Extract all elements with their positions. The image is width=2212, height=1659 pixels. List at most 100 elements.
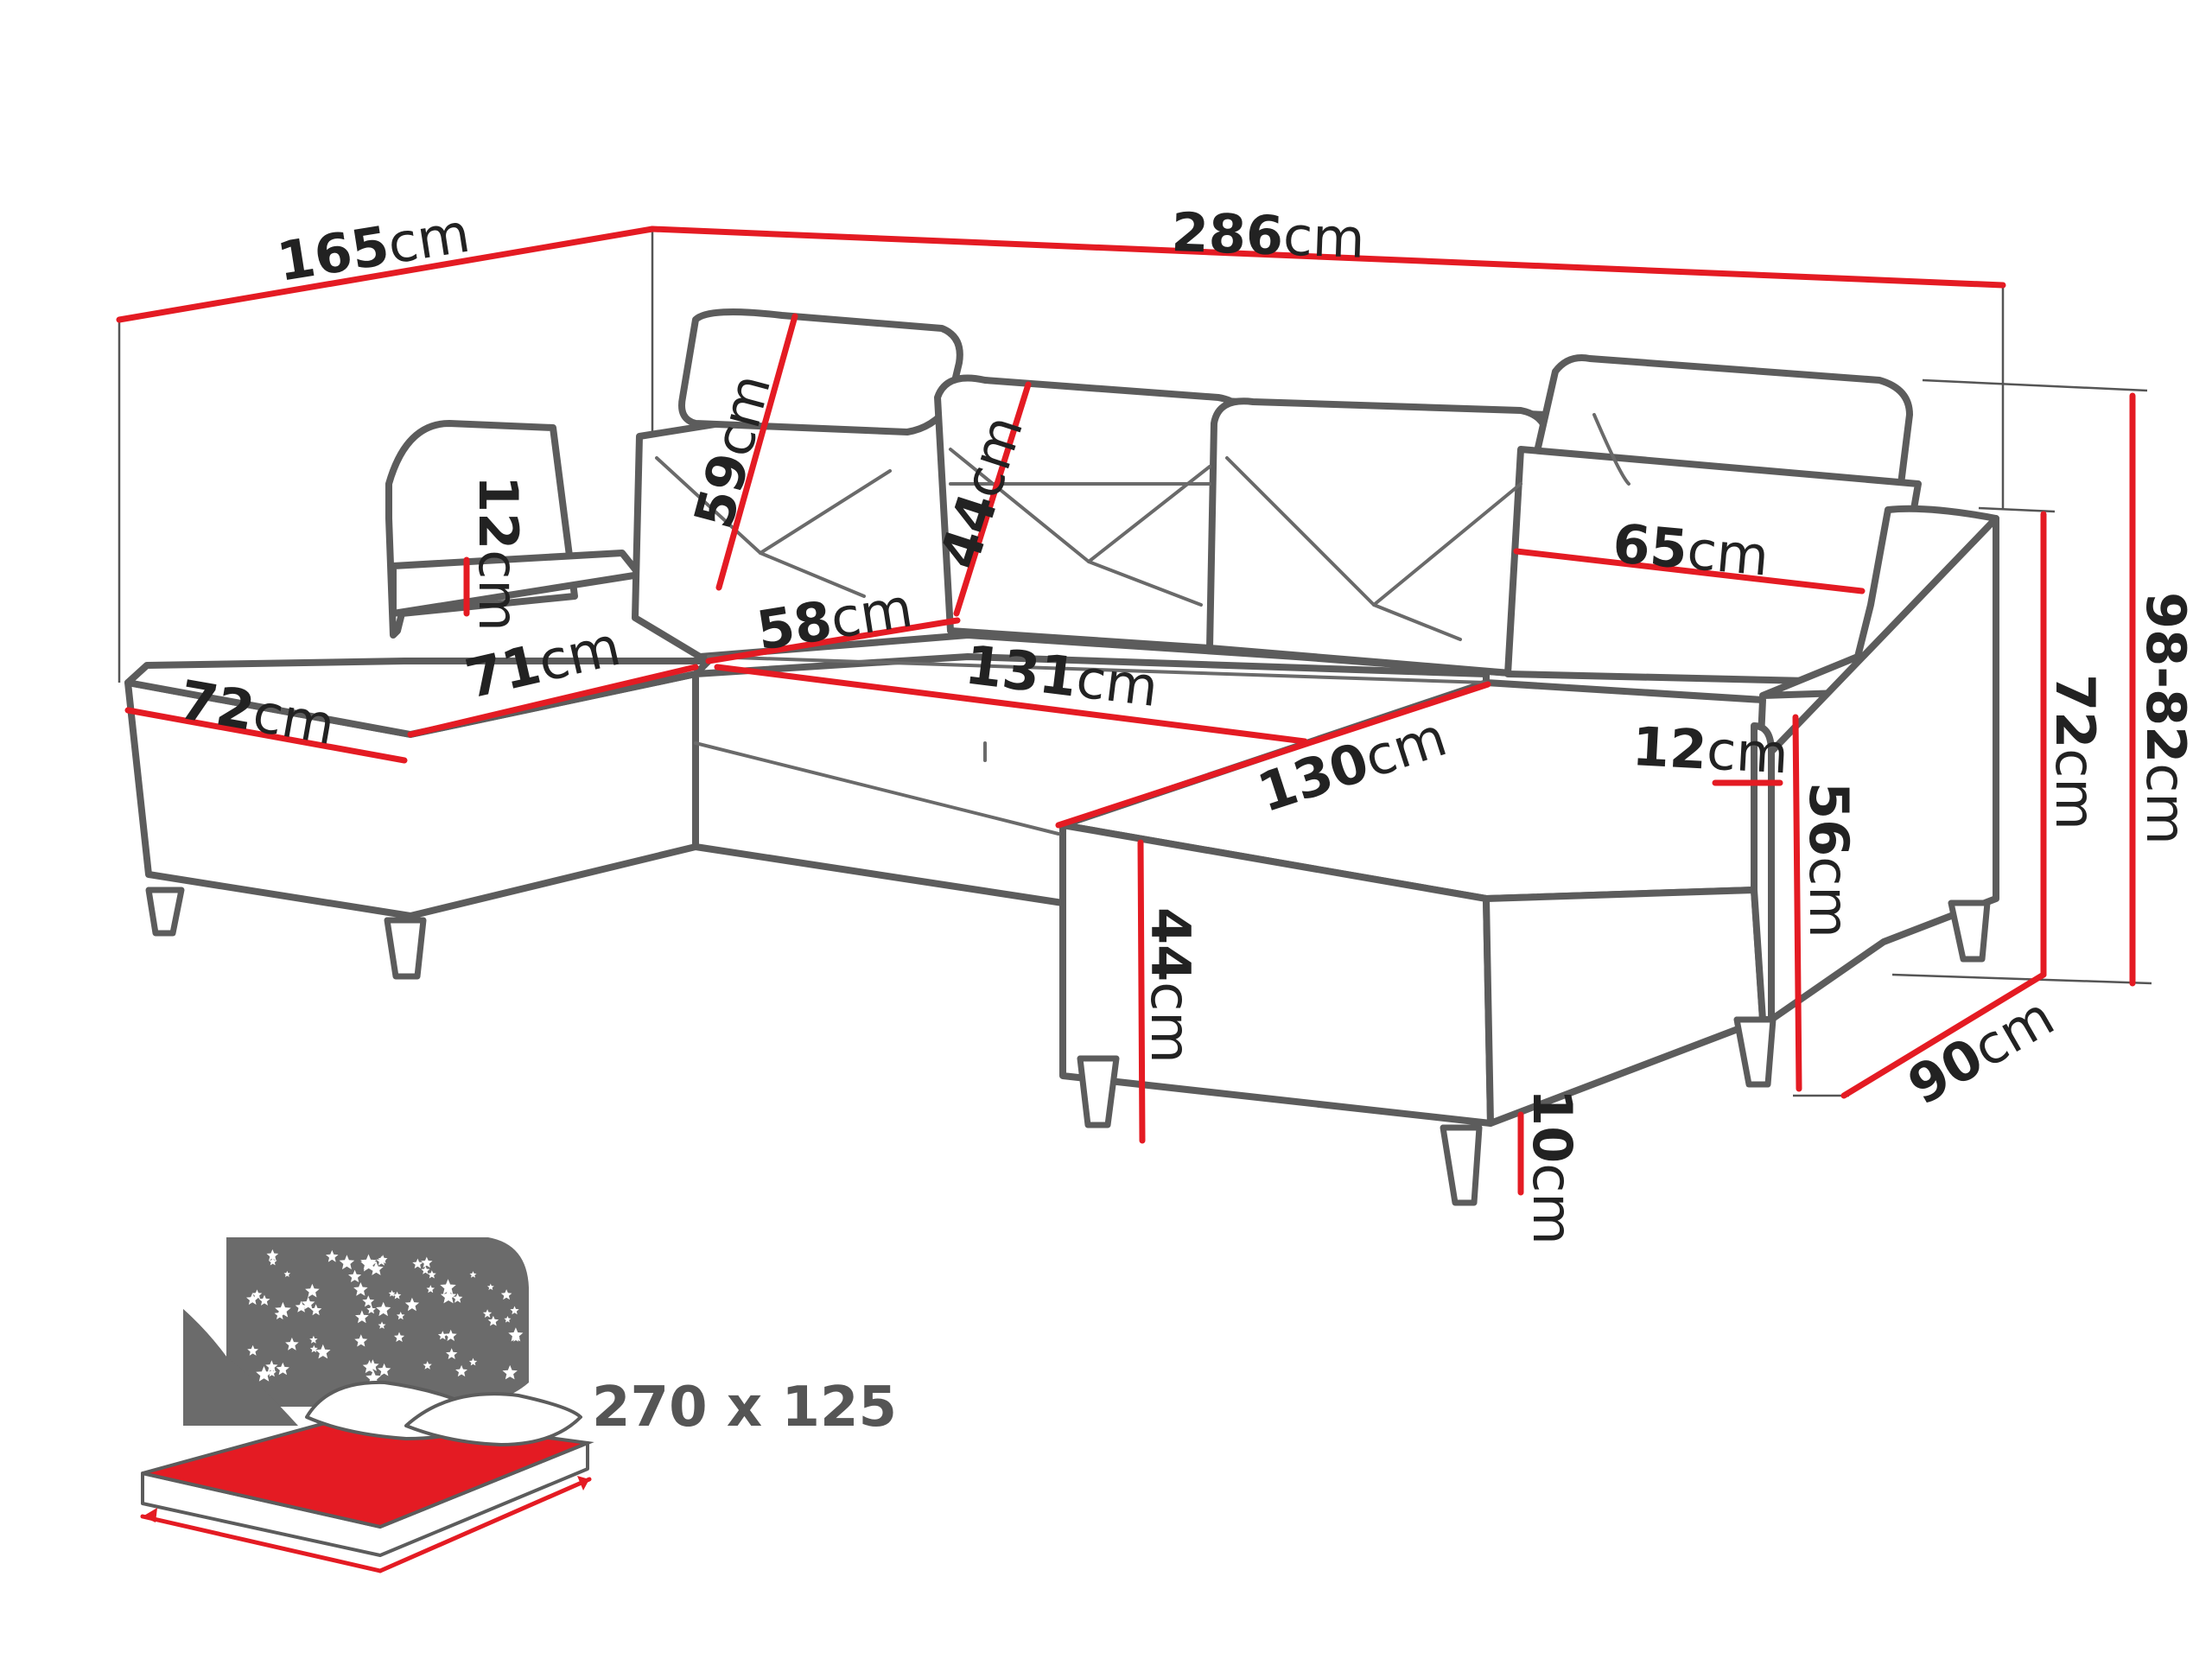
star-icon <box>455 1364 467 1377</box>
star-icon <box>305 1283 320 1298</box>
star-icon <box>376 1255 387 1266</box>
star-icon <box>295 1300 308 1313</box>
star-icon <box>392 1291 402 1300</box>
star-icon <box>258 1294 270 1306</box>
star-icon <box>500 1289 512 1300</box>
star-icon <box>421 1266 430 1274</box>
star-icon <box>512 1333 520 1342</box>
star-icon <box>283 1270 291 1277</box>
star-icon <box>267 1368 276 1377</box>
star-icon <box>482 1309 493 1318</box>
star-icon <box>276 1362 289 1376</box>
leg <box>1077 1055 1120 1128</box>
back-cushion-right <box>1206 397 1550 677</box>
right-end-panel <box>1768 515 1999 1023</box>
star-icon <box>427 1270 436 1279</box>
star-icon <box>266 1249 279 1261</box>
star-icon <box>396 1312 405 1320</box>
star-icon <box>348 1269 362 1282</box>
star-icon <box>378 1321 386 1329</box>
star-icon <box>251 1289 263 1300</box>
label-chaise-left-width: 72cm <box>175 668 340 757</box>
tufting-lines <box>655 413 1630 836</box>
night-sky <box>183 1237 529 1407</box>
star-icon <box>437 1331 448 1340</box>
headrest-left <box>678 308 963 435</box>
star-icon <box>486 1283 494 1290</box>
bed-night-icon <box>140 1237 594 1573</box>
leg <box>1733 1016 1777 1088</box>
label-back-cushion-width: 65cm <box>1611 512 1771 588</box>
sofa-outline <box>124 308 1999 1206</box>
star-icon <box>423 1361 432 1370</box>
star-icon <box>452 1293 463 1303</box>
dimension-labels: 165cm 286cm 12cm 59cm 44cm 65cm 58cm 71c… <box>175 200 2197 1245</box>
star-icon <box>309 1344 318 1353</box>
star-icon <box>309 1304 322 1316</box>
star-icon <box>421 1256 433 1268</box>
star-icon <box>426 1285 435 1294</box>
star-icon <box>378 1363 391 1376</box>
bed-size-label: 270 x 125 <box>592 1376 897 1440</box>
star-icon <box>394 1332 405 1342</box>
star-icon <box>440 1279 456 1294</box>
star-icon <box>504 1316 512 1323</box>
arrow-head-icon <box>143 1508 157 1522</box>
stars <box>246 1249 524 1385</box>
star-icon <box>510 1306 519 1315</box>
star-icon <box>355 1310 369 1324</box>
label-total-width: 286cm <box>1170 200 1365 270</box>
star-icon <box>353 1282 368 1296</box>
pillow <box>404 1392 582 1446</box>
star-icon <box>265 1360 278 1372</box>
star-icon <box>326 1249 339 1262</box>
star-icon <box>339 1255 355 1270</box>
star-icon <box>362 1295 375 1307</box>
label-armrest-height-right: 56cm <box>1797 782 1860 938</box>
star-icon <box>446 1348 458 1359</box>
star-icon <box>444 1329 457 1341</box>
star-icon <box>502 1364 518 1380</box>
label-total-depth-left: 165cm <box>273 201 474 294</box>
label-seat-depth: 58cm <box>753 575 917 662</box>
star-icon <box>256 1366 272 1382</box>
star-icon <box>285 1337 299 1351</box>
label-leg-height: 10cm <box>1521 1089 1584 1245</box>
label-side-depth: 90cm <box>1897 984 2064 1117</box>
star-icon <box>412 1258 423 1269</box>
star-icon <box>362 1360 377 1374</box>
leg <box>1948 899 1991 963</box>
star-icon <box>247 1344 258 1356</box>
guide-lines <box>118 229 2152 1097</box>
label-back-height: 72cm <box>2044 674 2107 830</box>
star-icon <box>376 1301 391 1317</box>
star-icon <box>366 1305 376 1314</box>
star-icon <box>246 1293 259 1305</box>
arrow-head-icon <box>577 1476 589 1491</box>
star-icon <box>369 1262 384 1275</box>
star-icon <box>309 1335 318 1344</box>
night-sky-left <box>183 1309 298 1426</box>
star-icon <box>360 1254 377 1270</box>
star-icon <box>315 1344 331 1359</box>
star-icon <box>354 1334 368 1347</box>
star-icon <box>274 1309 285 1319</box>
star-icon <box>404 1297 420 1312</box>
star-icon <box>468 1357 478 1366</box>
label-armrest-width-right: 12cm <box>1630 715 1789 785</box>
star-icon <box>469 1271 477 1278</box>
star-icon <box>487 1315 499 1326</box>
star-icon <box>302 1296 315 1310</box>
label-seat-height: 44cm <box>1139 907 1202 1064</box>
star-icon <box>378 1255 388 1264</box>
label-middle-seat-width: 131cm <box>962 632 1161 719</box>
leg <box>1440 1124 1483 1206</box>
star-icon <box>388 1290 396 1297</box>
label-headrest-height-range: 98-82cm <box>2134 592 2197 845</box>
label-armrest-height-left: 12cm <box>467 475 530 632</box>
leg <box>384 917 427 980</box>
star-icon <box>268 1257 277 1266</box>
dimension-lines <box>116 226 2136 1196</box>
leg <box>145 887 185 937</box>
